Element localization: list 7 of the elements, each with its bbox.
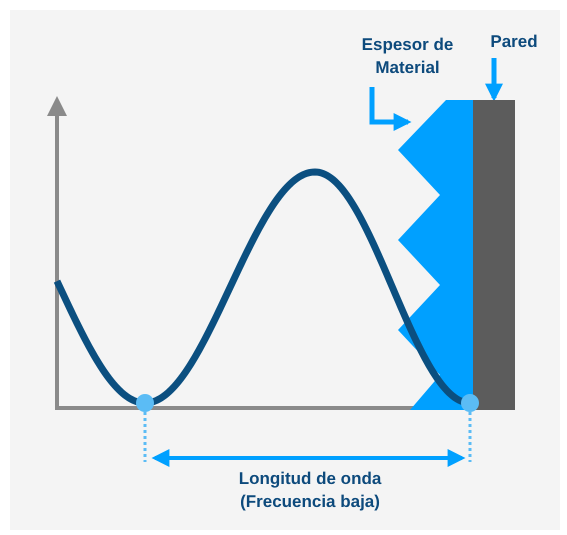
label-text: Espesor de Material	[345, 33, 470, 81]
label-text: Pared	[484, 30, 544, 54]
arrow	[485, 58, 503, 102]
absorber-drawing	[398, 100, 473, 410]
arrow	[370, 87, 412, 131]
caption-text: Longitud de onda (Frecuencia baja)	[238, 468, 382, 513]
wall-bar	[473, 100, 515, 410]
